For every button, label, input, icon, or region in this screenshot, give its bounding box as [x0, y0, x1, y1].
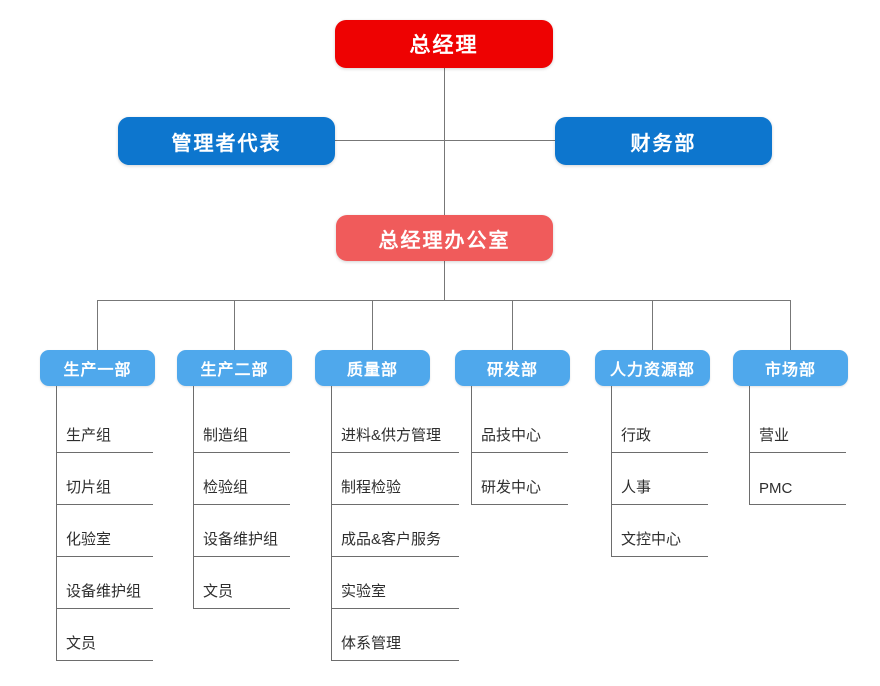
member-item: 文员	[194, 557, 290, 609]
member-item: 切片组	[57, 453, 153, 505]
dept-column-production-2: 生产二部 制造组 检验组 设备维护组 文员	[177, 350, 317, 609]
dept-box-production-1: 生产一部	[40, 350, 155, 386]
connector-drop-dept6	[790, 300, 791, 350]
member-item: 体系管理	[332, 609, 459, 661]
member-item: 进料&供方管理	[332, 386, 459, 453]
member-item: 设备维护组	[194, 505, 290, 557]
member-item: 品技中心	[472, 386, 568, 453]
connector-office-down	[444, 261, 445, 300]
dept-column-marketing: 市场部 营业 PMC	[733, 350, 873, 505]
member-item: 文员	[57, 609, 153, 661]
member-item: 文控中心	[612, 505, 708, 557]
member-item: 检验组	[194, 453, 290, 505]
member-item: 成品&客户服务	[332, 505, 459, 557]
member-item: 设备维护组	[57, 557, 153, 609]
connector-drop-dept4	[512, 300, 513, 350]
member-item: 研发中心	[472, 453, 568, 505]
connector-drop-dept3	[372, 300, 373, 350]
member-item: 营业	[750, 386, 846, 453]
dept-column-quality: 质量部 进料&供方管理 制程检验 成品&客户服务 实验室 体系管理	[315, 350, 459, 661]
member-list: 品技中心 研发中心	[471, 386, 568, 505]
member-item: 化验室	[57, 505, 153, 557]
member-item: 制造组	[194, 386, 290, 453]
member-item: 行政	[612, 386, 708, 453]
connector-level2-horizontal	[335, 140, 555, 141]
node-management-representative: 管理者代表	[118, 117, 335, 165]
member-item: 生产组	[57, 386, 153, 453]
connector-root-to-office	[444, 68, 445, 215]
connector-drop-dept5	[652, 300, 653, 350]
member-item: PMC	[750, 453, 846, 505]
dept-column-production-1: 生产一部 生产组 切片组 化验室 设备维护组 文员	[40, 350, 180, 661]
dept-box-quality: 质量部	[315, 350, 430, 386]
member-list: 制造组 检验组 设备维护组 文员	[193, 386, 290, 609]
member-item: 实验室	[332, 557, 459, 609]
member-list: 进料&供方管理 制程检验 成品&客户服务 实验室 体系管理	[331, 386, 459, 661]
dept-box-marketing: 市场部	[733, 350, 848, 386]
node-general-manager: 总经理	[335, 20, 553, 68]
dept-box-rnd: 研发部	[455, 350, 570, 386]
member-list: 营业 PMC	[749, 386, 846, 505]
node-finance-department: 财务部	[555, 117, 772, 165]
connector-drop-dept1	[97, 300, 98, 350]
dept-column-rnd: 研发部 品技中心 研发中心	[455, 350, 595, 505]
dept-column-hr: 人力资源部 行政 人事 文控中心	[595, 350, 735, 557]
dept-box-production-2: 生产二部	[177, 350, 292, 386]
member-list: 生产组 切片组 化验室 设备维护组 文员	[56, 386, 153, 661]
member-item: 人事	[612, 453, 708, 505]
connector-distribution	[97, 300, 791, 301]
member-list: 行政 人事 文控中心	[611, 386, 708, 557]
node-gm-office: 总经理办公室	[336, 215, 553, 261]
dept-box-hr: 人力资源部	[595, 350, 710, 386]
connector-drop-dept2	[234, 300, 235, 350]
member-item: 制程检验	[332, 453, 459, 505]
